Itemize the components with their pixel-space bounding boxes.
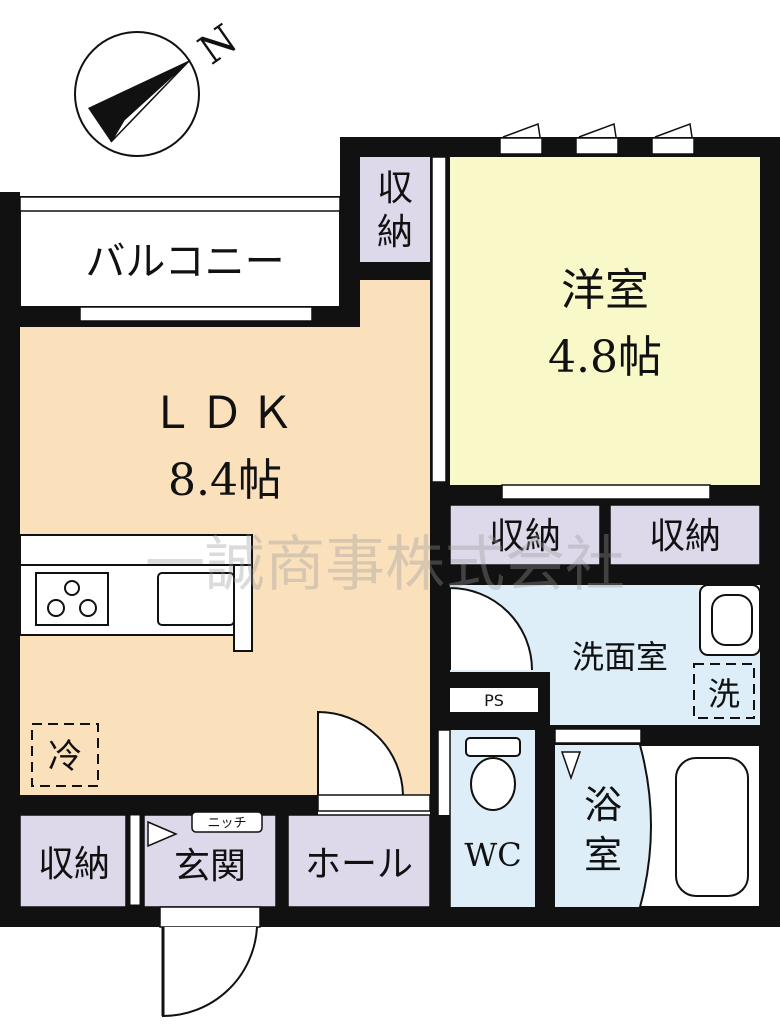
compass-needle-icon — [88, 60, 190, 142]
balcony: バルコニー — [19, 196, 341, 322]
fridge-space: 冷 — [31, 723, 99, 787]
hall: ホール — [287, 814, 431, 908]
watermark: 一誠商事株式会社 — [145, 530, 625, 600]
western-room: 洋室 4.8帖 — [431, 156, 760, 485]
compass-needle-tail-icon — [110, 59, 191, 143]
bath-label-line2: 室 — [584, 833, 622, 877]
kitchen-counter — [19, 534, 253, 652]
storage-top-line1: 収 — [377, 168, 413, 209]
windows-top — [499, 122, 695, 155]
storage-bottom-label: 収納 — [38, 844, 110, 885]
storage-mid: 収納 収納 — [430, 504, 780, 585]
entrance-label: 玄関 — [174, 846, 246, 887]
pipe-space: PS — [430, 672, 550, 730]
wc-room: WC — [437, 729, 555, 908]
bottom-storage: 収納 — [19, 814, 127, 908]
entrance: ニッチ 玄関 — [143, 811, 277, 908]
compass-north-label: N — [191, 16, 246, 74]
western-room-name: 洋室 — [561, 265, 649, 316]
storage-mid-left-label: 収納 — [489, 516, 561, 557]
niche-label: ニッチ — [207, 816, 246, 831]
bath-label-line1: 浴 — [584, 783, 622, 827]
hall-label: ホール — [305, 844, 413, 885]
entrance-door — [159, 906, 261, 1018]
toilet-bowl-icon — [470, 757, 516, 811]
storage-top: 収 納 — [360, 157, 430, 280]
balcony-label: バルコニー — [85, 239, 284, 285]
washroom-label: 洗面室 — [572, 638, 668, 676]
bathroom: 浴 室 — [555, 744, 761, 908]
ldk-size: 8.4帖 — [168, 455, 282, 506]
wc-label: WC — [464, 836, 521, 874]
toilet-tank-icon — [465, 737, 521, 757]
fridge-label: 冷 — [48, 737, 82, 777]
ldk-door — [317, 710, 431, 812]
ldk-name: ＬＤＫ — [150, 388, 300, 439]
ps-label: PS — [484, 691, 504, 710]
storage-top-line2: 納 — [377, 212, 413, 253]
bathtub-icon — [675, 757, 749, 897]
western-room-size: 4.8帖 — [548, 332, 662, 383]
compass: N — [74, 16, 246, 157]
washer-label: 洗 — [708, 675, 740, 713]
storage-mid-right-label: 収納 — [649, 516, 721, 557]
